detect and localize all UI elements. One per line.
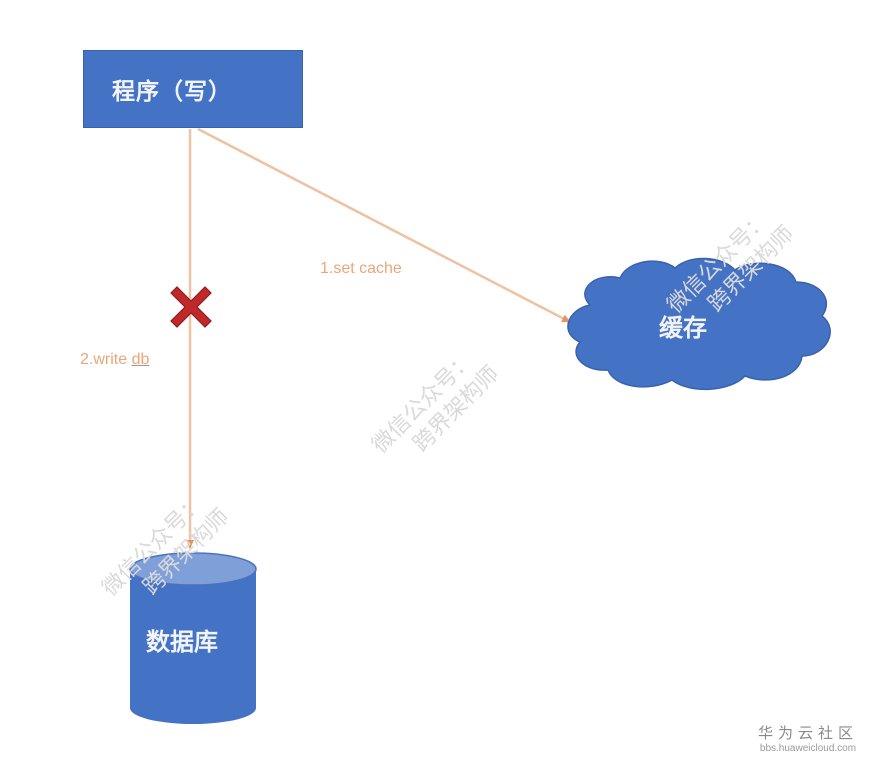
write-db-label: 2.write db	[80, 351, 149, 369]
x-mark-icon	[170, 286, 212, 328]
brand-url: bbs.huaweicloud.com	[759, 743, 857, 754]
program-node-label: 程序（写）	[112, 79, 232, 105]
database-cylinder-shape	[129, 552, 257, 724]
write-db-label-db: db	[131, 351, 150, 368]
cache-node-label: 缓存	[659, 314, 707, 342]
huawei-cloud-brand: 华为云社区 bbs.huaweicloud.com	[758, 722, 858, 754]
write-db-label-prefix: 2.write	[80, 351, 132, 368]
program-write-node: 程序（写）	[83, 50, 303, 128]
database-node-label: 数据库	[146, 628, 218, 656]
cache-cloud-shape	[567, 257, 831, 390]
brand-name: 华为云社区	[757, 724, 858, 742]
set-cache-label: 1.set cache	[320, 260, 402, 277]
edge-set-cache	[197, 127, 571, 324]
